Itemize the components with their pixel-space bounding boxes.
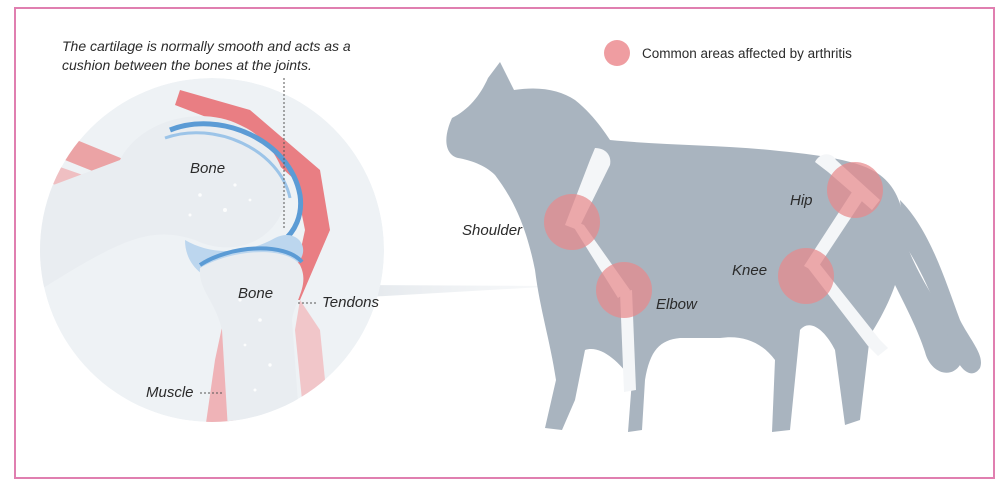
label-muscle: Muscle <box>146 384 194 401</box>
legend-label: Common areas affected by arthritis <box>642 46 852 61</box>
legend: Common areas affected by arthritis <box>604 40 852 66</box>
label-bone-top: Bone <box>190 160 225 177</box>
label-tendons: Tendons <box>322 294 379 311</box>
label-hip: Hip <box>790 192 813 209</box>
cat-silhouette <box>446 62 981 432</box>
inset-caption: The cartilage is normally smooth and act… <box>62 37 382 75</box>
legend-marker-icon <box>604 40 630 66</box>
label-bone-bottom: Bone <box>238 285 273 302</box>
label-shoulder: Shoulder <box>462 222 522 239</box>
shoulder-joint-marker <box>544 194 600 250</box>
knee-joint-marker <box>778 248 834 304</box>
hip-joint-marker <box>827 162 883 218</box>
elbow-joint-marker <box>596 262 652 318</box>
label-elbow: Elbow <box>656 296 697 313</box>
label-knee: Knee <box>732 262 767 279</box>
joint-inset <box>40 78 384 430</box>
zoom-connector <box>350 285 560 298</box>
